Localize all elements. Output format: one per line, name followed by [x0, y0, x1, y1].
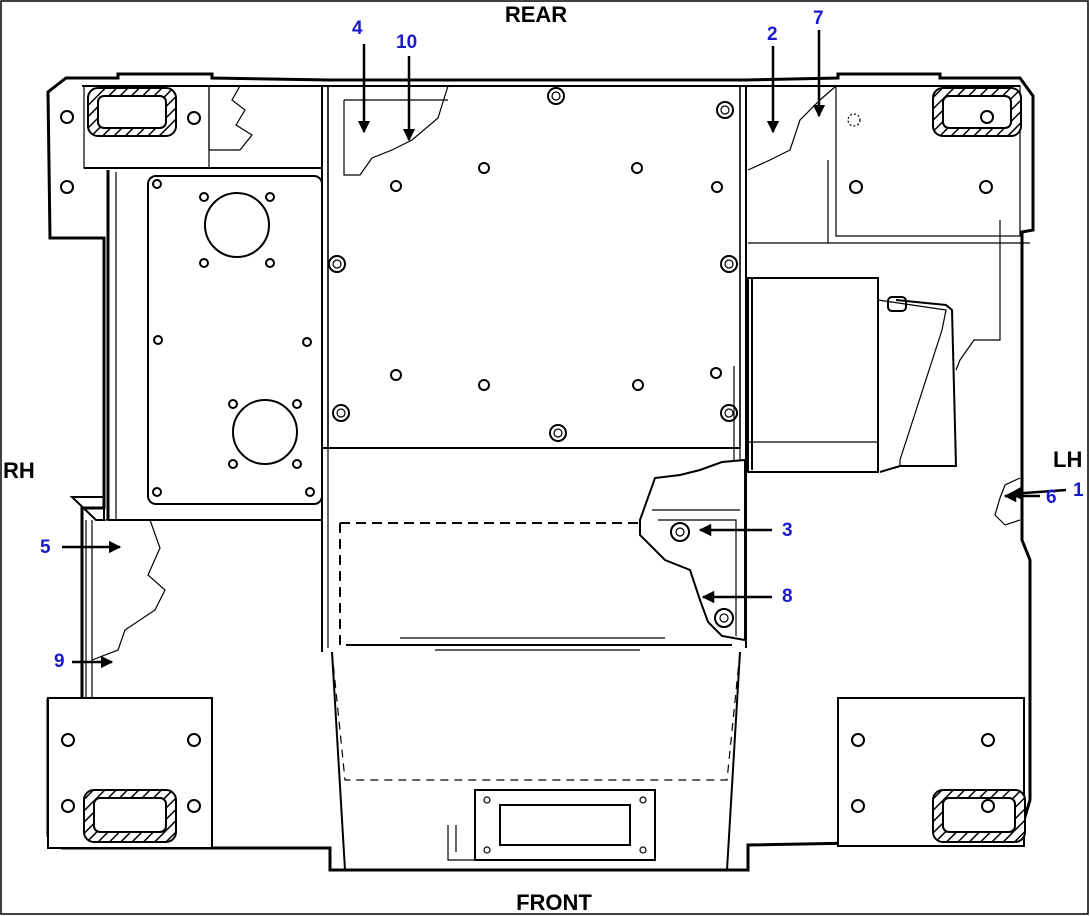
label-lh: LH	[1053, 447, 1082, 472]
callout-9: 9	[54, 651, 65, 672]
callout-1: 1	[1073, 480, 1084, 501]
mount-bottom-right	[837, 697, 1026, 847]
label-rh: RH	[3, 458, 35, 483]
callout-2: 2	[767, 24, 778, 45]
callout-7: 7	[813, 8, 824, 29]
mount-bottom-left	[47, 520, 213, 849]
mount-top-left	[60, 85, 253, 194]
label-front: FRONT	[516, 890, 592, 915]
lh-box-assembly	[733, 85, 1001, 473]
callout-8: 8	[782, 586, 793, 607]
cutaway-center-right	[639, 458, 746, 642]
callout-4: 4	[352, 18, 363, 39]
callout-5: 5	[40, 537, 51, 558]
mount-top-right	[748, 85, 1030, 244]
front-box	[331, 522, 741, 871]
callout-3: 3	[782, 520, 793, 541]
callout-10: 10	[396, 32, 417, 53]
cutaway-lh-edge	[994, 477, 1021, 526]
callout-6: 6	[1046, 487, 1057, 508]
center-plate	[327, 85, 741, 449]
label-rear: REAR	[505, 2, 567, 27]
rh-plate-assembly	[69, 167, 323, 661]
callout-leaders	[62, 30, 1067, 669]
